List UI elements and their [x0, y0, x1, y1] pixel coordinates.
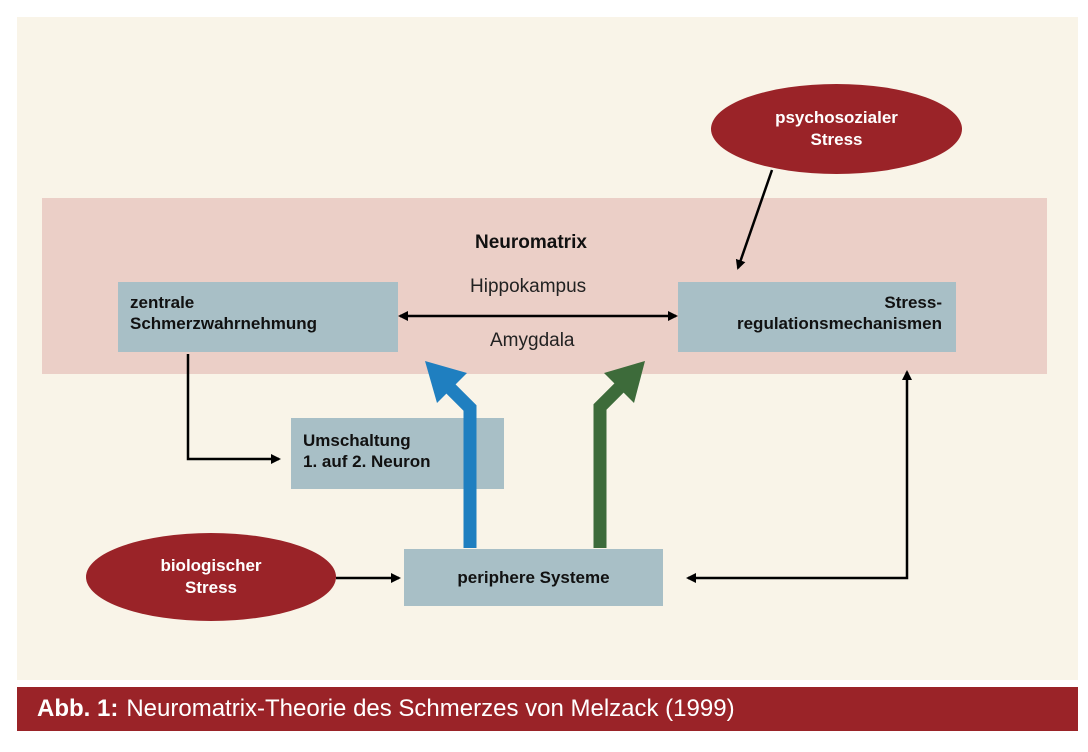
relay-line2: 1. auf 2. Neuron — [303, 452, 431, 471]
peripheral-regulation-double-arrow — [686, 370, 912, 583]
stress-regulation-line2: regulationsmechanismen — [736, 314, 942, 333]
central-pain-perception-box: zentrale Schmerzwahrnehmung — [118, 282, 398, 352]
peripheral-systems-label: periphere Systeme — [457, 568, 610, 587]
relay-line1: Umschaltung — [303, 431, 411, 450]
blue-ascending-arrow — [442, 380, 477, 548]
blue-arrow-head — [425, 361, 467, 403]
green-arrow-head — [604, 361, 645, 403]
hippocampus-label: Hippokampus — [470, 276, 587, 297]
psychosocial-arrow — [735, 169, 774, 270]
peripheral-systems-box: periphere Systeme — [404, 549, 663, 606]
caption-text: Neuromatrix-Theorie des Schmerzes von Me… — [126, 695, 735, 722]
neuromatrix-title: Neuromatrix — [475, 232, 587, 253]
amygdala-label: Amygdala — [490, 330, 575, 351]
psychosocial-stress-ellipse: psychosozialer Stress — [711, 84, 962, 174]
stress-regulation-box: Stress- regulationsmechanismen — [678, 282, 956, 352]
stress-regulation-line1: Stress- — [884, 293, 942, 312]
central-pain-line1: zentrale — [130, 293, 195, 312]
caption-label: Abb. 1: — [37, 695, 119, 722]
central-to-relay-arrow — [186, 354, 281, 464]
psychosocial-line1: psychosozialer — [775, 108, 898, 127]
biological-line2: Stress — [185, 578, 237, 597]
biological-line1: biologischer — [160, 556, 262, 575]
green-ascending-arrow — [593, 378, 629, 548]
psychosocial-line2: Stress — [810, 130, 863, 149]
central-pain-line2: Schmerzwahrnehmung — [130, 314, 318, 333]
biological-stress-ellipse: biologischer Stress — [86, 533, 336, 621]
figure-caption: Abb. 1: Neuromatrix-Theorie des Schmerze… — [17, 687, 1078, 731]
